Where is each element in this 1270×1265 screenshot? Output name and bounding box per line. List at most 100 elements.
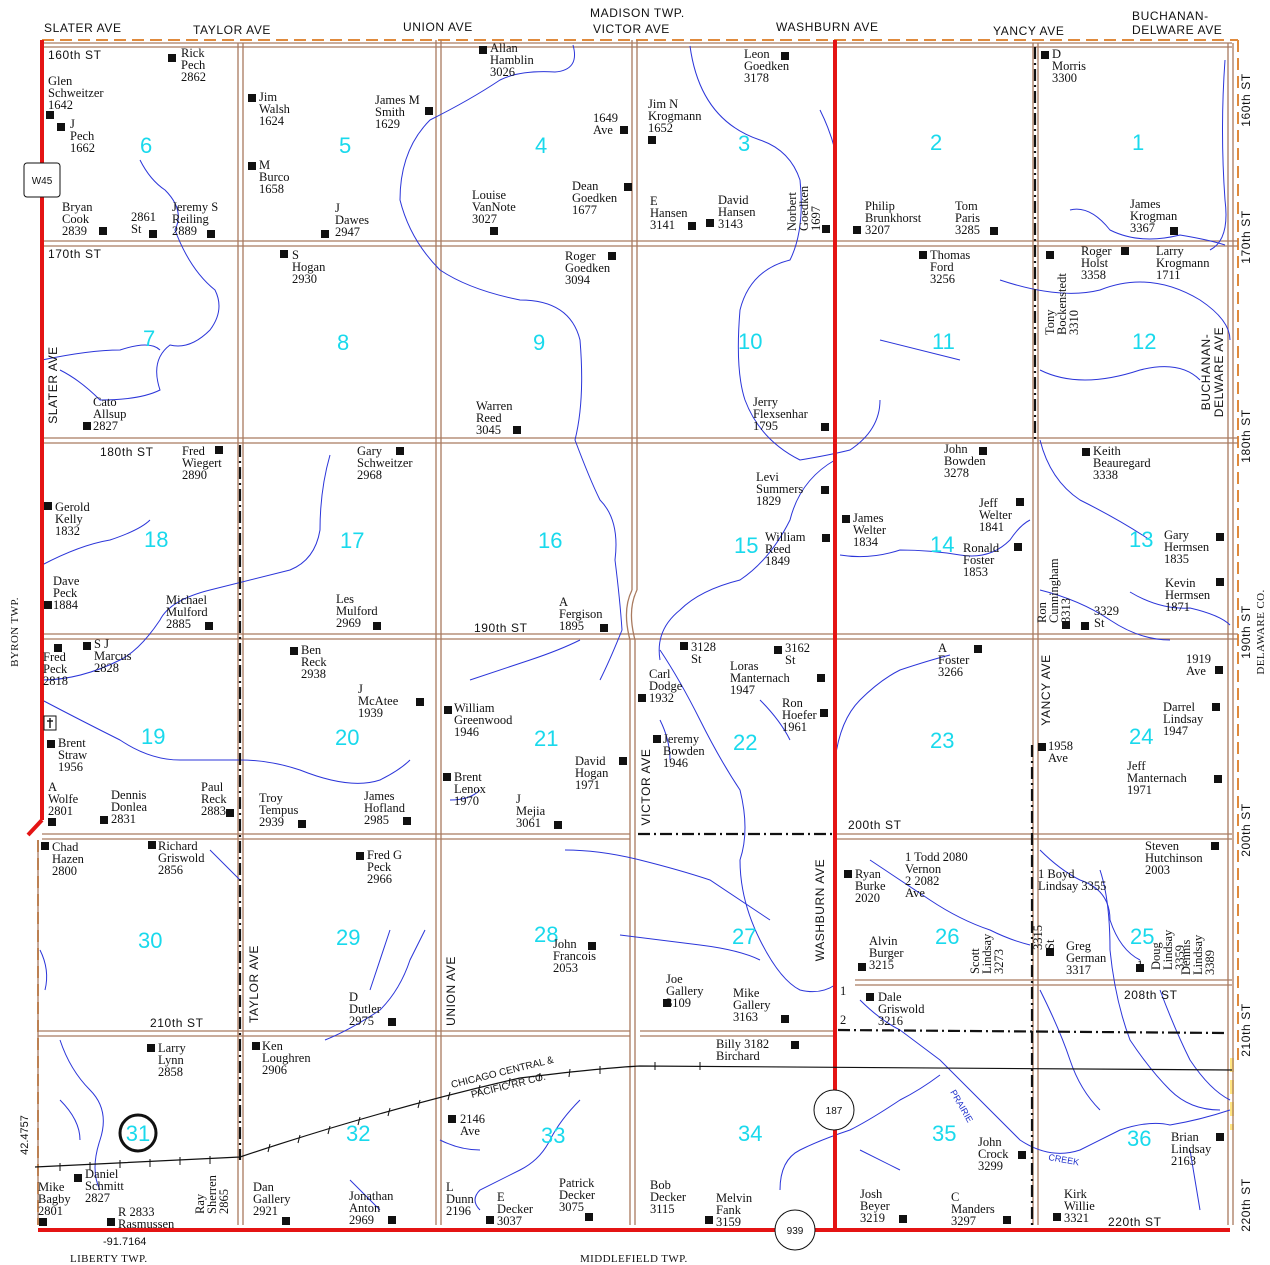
svg-text:190th ST: 190th ST [1239, 605, 1253, 659]
residence-marker-icon [100, 816, 108, 824]
residence-marker-icon [248, 162, 256, 170]
residence-marker-icon [290, 647, 298, 655]
residence-marker-icon [41, 842, 49, 850]
residence-marker-icon [979, 447, 987, 455]
section-number: 15 [734, 533, 758, 558]
creek-label: CREEK [1048, 1152, 1080, 1167]
section-number: 21 [534, 726, 558, 751]
svg-text:SLATER AVE: SLATER AVE [44, 21, 122, 35]
residence-marker-icon [226, 809, 234, 817]
svg-text:210th ST: 210th ST [1239, 1003, 1253, 1057]
svg-text:LIBERTY TWP.: LIBERTY TWP. [70, 1253, 147, 1265]
svg-text:190th ST: 190th ST [474, 621, 528, 635]
section-number: 32 [346, 1121, 370, 1146]
residence-marker-icon [781, 1015, 789, 1023]
svg-text:SLATER AVE: SLATER AVE [46, 346, 60, 424]
residence-marker-icon [588, 942, 596, 950]
section-number: 16 [538, 528, 562, 553]
residence-marker-icon [1062, 621, 1070, 629]
residence-marker-icon [844, 870, 852, 878]
section-number: 23 [930, 728, 954, 753]
residence-marker-icon [252, 1042, 260, 1050]
section-number: 26 [935, 924, 959, 949]
svg-text:YANCY AVE: YANCY AVE [993, 24, 1064, 38]
section-number: 20 [335, 725, 359, 750]
svg-text:170th ST: 170th ST [1239, 210, 1253, 264]
svg-text:BYRON TWP.: BYRON TWP. [9, 597, 21, 667]
residence-marker-icon [974, 645, 982, 653]
residence-marker-icon [1216, 1133, 1224, 1141]
residence-marker-icon [280, 250, 288, 258]
section-number: 11 [932, 329, 955, 354]
residence-marker-icon [282, 1217, 290, 1225]
dashdot-lines [238, 47, 1226, 1225]
residence-marker-icon [396, 447, 404, 455]
residence-marker-icon [822, 225, 830, 233]
parcel-number: 2 [840, 1013, 846, 1027]
residence-marker-icon [207, 230, 215, 238]
residence-marker-icon [774, 646, 782, 654]
section-number: 30 [138, 928, 162, 953]
residence-marker-icon [74, 1174, 82, 1182]
longitude-label: -91.7164 [103, 1236, 146, 1248]
section-number: 7 [143, 326, 155, 351]
residence-marker-icon [1081, 622, 1089, 630]
section-number: 4 [535, 133, 547, 158]
section-number: 12 [1132, 329, 1156, 354]
hwy-187-shield: 187 [813, 1089, 855, 1131]
svg-text:BUCHANAN-: BUCHANAN- [1199, 334, 1213, 411]
township-boundary [37, 39, 1239, 1225]
residence-marker-icon [1212, 703, 1220, 711]
hwy-187-label: 187 [826, 1106, 843, 1117]
section-number: 1 [1132, 130, 1144, 155]
residence-marker-icon [706, 219, 714, 227]
residence-marker-icon [1121, 247, 1129, 255]
section-number: 5 [339, 133, 351, 158]
residence-marker-icon [1136, 964, 1144, 972]
residence-marker-icon [298, 820, 306, 828]
residence-marker-icon [781, 52, 789, 60]
residence-marker-icon [99, 227, 107, 235]
residence-marker-icon [842, 515, 850, 523]
svg-text:MIDDLEFIELD TWP.: MIDDLEFIELD TWP. [580, 1253, 688, 1265]
